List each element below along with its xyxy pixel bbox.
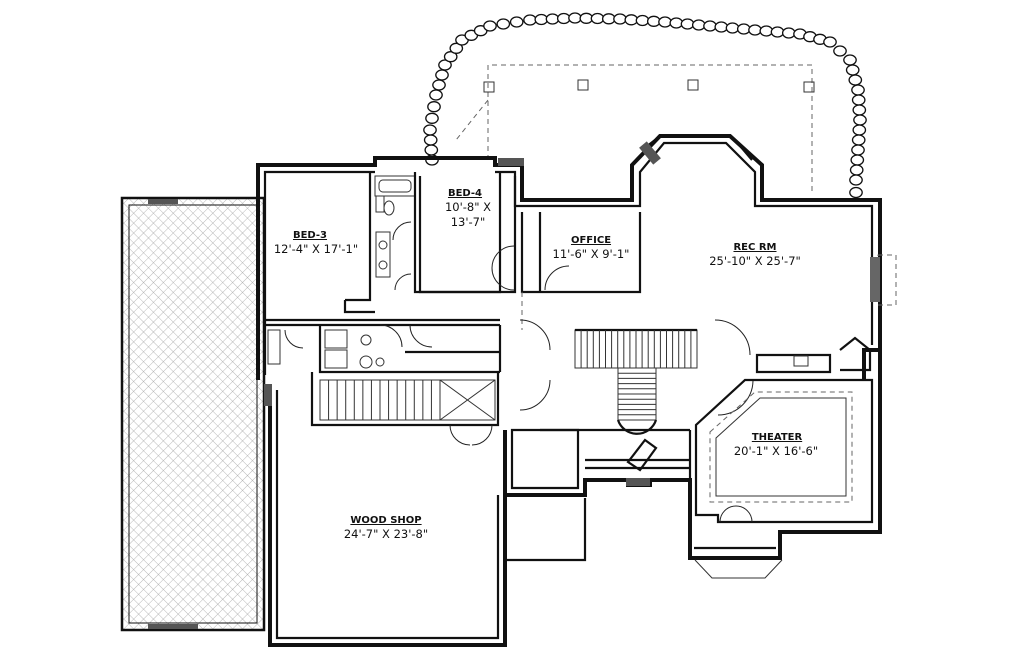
label-rec-rm: REC RM 25'-10" X 25'-7": [709, 242, 801, 268]
stair-treads-lower: [618, 372, 656, 416]
label-wood-shop-dims: 24'-7" X 23'-8": [344, 527, 428, 541]
room-wood-shop: [264, 384, 507, 647]
utility-area: [265, 323, 502, 374]
label-wood-shop: WOOD SHOP 24'-7" X 23'-8": [344, 515, 428, 541]
label-theater: THEATER 20'-1" X 16'-6": [734, 432, 818, 458]
label-bed-3-dims: 12'-4" X 17'-1": [274, 242, 358, 256]
garage-hatched-area: [120, 196, 266, 632]
label-bed-4-dims-line2: 13'-7": [451, 215, 486, 229]
label-wood-shop-name: WOOD SHOP: [350, 515, 421, 526]
room-rec-rm: [519, 319, 872, 435]
room-bed-3: [265, 172, 500, 322]
room-theater: [694, 378, 874, 524]
rock-border: [423, 12, 867, 199]
label-theater-dims: 20'-1" X 16'-6": [734, 444, 818, 458]
label-rec-rm-dims: 25'-10" X 25'-7": [709, 254, 801, 268]
lower-stairs: [310, 372, 500, 427]
lower-middle-walls: [503, 350, 882, 579]
label-rec-rm-name: REC RM: [733, 242, 776, 253]
label-theater-name: THEATER: [752, 432, 803, 443]
stair-treads: [580, 330, 692, 368]
label-bed-3-name: BED-3: [293, 230, 327, 241]
room-office: [520, 212, 642, 330]
label-bed-4-name: BED-4: [448, 188, 482, 199]
label-bed-4: BED-4 10'-8" X 13'-7": [445, 188, 491, 229]
label-bed-3: BED-3 12'-4" X 17'-1": [274, 230, 358, 256]
patio-outline: [455, 64, 815, 195]
label-office-name: OFFICE: [571, 235, 611, 246]
label-bed-4-dims-line1: 10'-8" X: [445, 200, 491, 214]
room-bed-4: [418, 158, 524, 294]
label-office-dims: 11'-6" X 9'-1": [553, 247, 630, 261]
label-office: OFFICE 11'-6" X 9'-1": [553, 235, 630, 261]
